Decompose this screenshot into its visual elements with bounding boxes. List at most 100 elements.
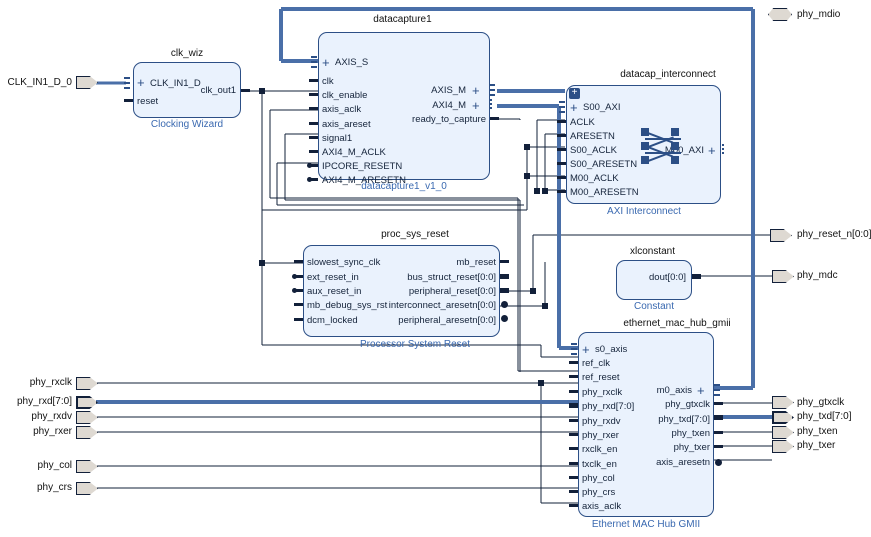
- port-label-phy-txen: phy_txen: [797, 426, 838, 437]
- ready-to-capture-stub: [490, 117, 499, 120]
- port-label-phy-txer: phy_txer: [797, 440, 836, 451]
- pin-aresetn: ARESETN: [570, 131, 615, 142]
- pin-axis-aclk: axis_aclk: [322, 104, 362, 115]
- clk-out1-stub: [241, 89, 250, 92]
- axis-aclk-eth-stub: [569, 504, 578, 507]
- pin-mb-reset: mb_reset: [456, 257, 496, 268]
- port-phy-mdio[interactable]: [768, 8, 792, 21]
- datacap-interconnect-title: datacap_interconnect: [620, 69, 716, 80]
- block-ethernet-mac-hub-gmii[interactable]: [578, 332, 714, 517]
- port-phy-rxclk[interactable]: [76, 377, 98, 390]
- phy-gtxclk-stub: [714, 402, 723, 405]
- pin-axis-s: AXIS_S: [335, 57, 369, 68]
- pin-phy-rxclk: phy_rxclk: [582, 387, 623, 398]
- axis-s-bus-stub: [311, 56, 317, 69]
- interconnect-expand-icon[interactable]: +: [569, 88, 580, 99]
- mb-debug-sys-rst-stub: [294, 303, 303, 306]
- pin-bus-struct-reset: bus_struct_reset[0:0]: [407, 272, 496, 283]
- phy-rxclk-stub: [569, 390, 578, 393]
- s00-aclk-stub: [557, 148, 566, 151]
- pin-s00-aresetn: S00_ARESETN: [570, 159, 638, 170]
- port-label-phy-rxd: phy_rxd[7:0]: [16, 396, 72, 407]
- pin-reset: reset: [137, 96, 159, 107]
- txclk-en-stub: [569, 462, 578, 465]
- port-clk-in1-d-0[interactable]: [76, 76, 98, 89]
- datacapture1-title: datacapture1: [373, 14, 432, 25]
- block-proc-sys-reset[interactable]: [303, 245, 500, 337]
- pin-m00-aclk: M00_ACLK: [570, 173, 619, 184]
- s00-axi-bus-stub: [559, 101, 565, 114]
- clk-in1-d-bus-plus: +: [137, 75, 145, 90]
- axi4-m-aresetn-stub: [309, 178, 318, 181]
- ref-reset-stub: [569, 375, 578, 378]
- proc-sys-reset-title: proc_sys_reset: [381, 229, 449, 240]
- reset-stub: [124, 99, 133, 102]
- port-phy-rxer[interactable]: [76, 426, 98, 439]
- block-datacapture1[interactable]: [318, 32, 490, 180]
- phy-col-stub: [569, 476, 578, 479]
- port-phy-reset-n[interactable]: [770, 229, 792, 242]
- dout-stub: [692, 274, 701, 279]
- m00-aclk-stub: [557, 176, 566, 179]
- port-phy-rxdv[interactable]: [76, 411, 98, 424]
- aux-reset-in-bubble: [292, 288, 297, 293]
- pin-s00-axi: S00_AXI: [583, 102, 621, 113]
- pin-m0-axis: m0_axis: [656, 385, 692, 396]
- axi4-m-aresetn-bubble: [307, 177, 312, 182]
- axi4-m-bus-stub: [490, 99, 494, 112]
- port-label-phy-gtxclk: phy_gtxclk: [797, 397, 845, 408]
- pin-rxclk-en: rxclk_en: [582, 444, 618, 455]
- bus-struct-reset-stub: [500, 274, 509, 279]
- aresetn-stub: [557, 134, 566, 137]
- m0-axis-bus-plus: +: [697, 383, 705, 398]
- port-phy-txen[interactable]: [772, 426, 794, 439]
- mb-reset-stub: [500, 260, 509, 263]
- block-xlconstant[interactable]: [616, 260, 692, 300]
- phy-rxer-stub: [569, 433, 578, 436]
- pin-phy-txen: phy_txen: [671, 428, 710, 439]
- port-label-phy-rxclk: phy_rxclk: [29, 377, 72, 388]
- axis-m-bus-plus: +: [472, 83, 480, 98]
- pin-ipcore-resetn: IPCORE_RESETN: [322, 161, 403, 172]
- port-label-phy-rxer: phy_rxer: [33, 426, 72, 437]
- ethernet-mac-hub-title: ethernet_mac_hub_gmii: [623, 318, 731, 329]
- port-phy-txer[interactable]: [772, 440, 794, 453]
- s00-axi-bus-plus: +: [570, 100, 578, 115]
- ext-reset-in-bubble: [292, 274, 297, 279]
- pin-s00-aclk: S00_ACLK: [570, 145, 618, 156]
- xlconstant-title: xlconstant: [629, 246, 676, 257]
- pin-clk-in1-d: CLK_IN1_D: [150, 78, 201, 89]
- pin-peripheral-reset: peripheral_reset[0:0]: [408, 286, 496, 297]
- pin-axi4-m: AXI4_M: [432, 100, 466, 111]
- m00-axi-bus-stub: [722, 144, 726, 157]
- port-phy-rxd[interactable]: [76, 396, 98, 409]
- pin-ext-reset-in: ext_reset_in: [307, 272, 359, 283]
- pin-m00-axi: M00_AXI: [664, 145, 704, 156]
- pin-phy-col: phy_col: [582, 473, 615, 484]
- peripheral-aresetn-bubble: [501, 315, 508, 322]
- pin-phy-txd: phy_txd[7:0]: [658, 414, 710, 425]
- pin-axis-m: AXIS_M: [431, 85, 466, 96]
- port-phy-col[interactable]: [76, 460, 98, 473]
- pin-axi4-m-aclk: AXI4_M_ACLK: [322, 147, 386, 158]
- crossbar-icon: [641, 128, 687, 168]
- pin-aclk: ACLK: [570, 117, 595, 128]
- port-phy-gtxclk[interactable]: [772, 396, 794, 409]
- port-label-phy-rxdv: phy_rxdv: [31, 411, 72, 422]
- proc-sys-reset-subtitle: Processor System Reset: [359, 339, 471, 350]
- ext-reset-in-stub: [294, 275, 303, 278]
- port-phy-mdc[interactable]: [772, 270, 794, 283]
- port-phy-crs[interactable]: [76, 482, 98, 495]
- s00-aresetn-stub: [557, 162, 566, 165]
- pin-clk-out1: clk_out1: [200, 85, 236, 96]
- slowest-sync-clk-stub: [294, 260, 303, 263]
- pin-m00-aresetn: M00_ARESETN: [570, 187, 639, 198]
- phy-rxdv-stub: [569, 419, 578, 422]
- block-clk-wiz[interactable]: [133, 62, 241, 118]
- port-phy-txd[interactable]: [772, 411, 794, 424]
- axi4-m-bus-plus: +: [472, 98, 480, 113]
- xlconstant-subtitle: Constant: [633, 301, 675, 312]
- clk-in1-d-bus-stub: [124, 77, 130, 90]
- pin-s0-axis: s0_axis: [595, 344, 628, 355]
